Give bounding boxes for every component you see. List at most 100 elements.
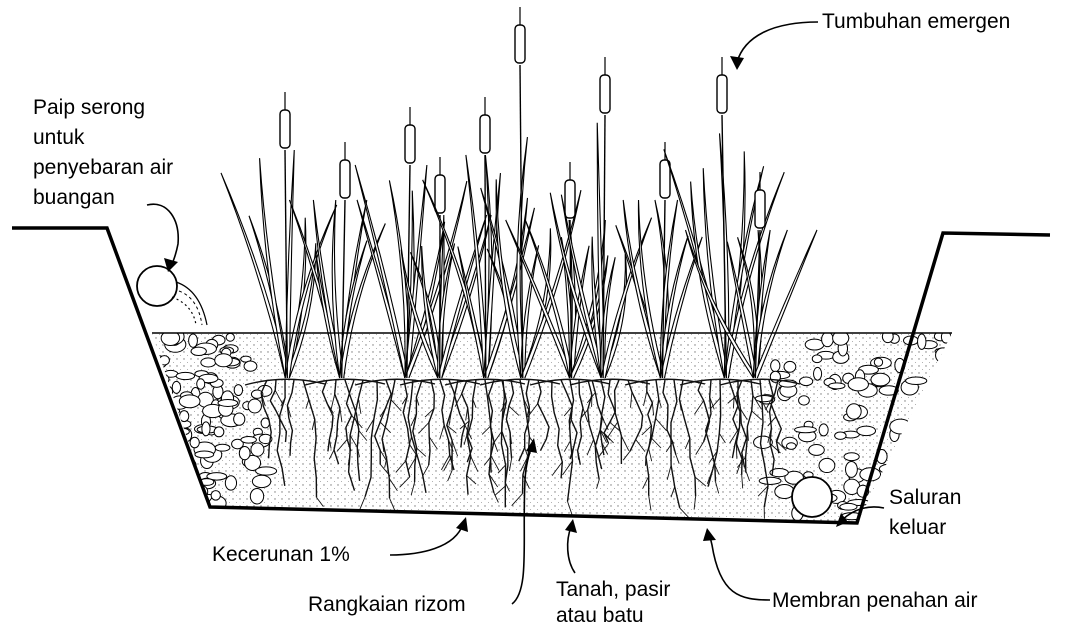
gravel-stone — [759, 477, 781, 484]
gravel-stone — [800, 377, 813, 386]
emergent-plants — [221, 7, 817, 378]
gravel-stone — [149, 385, 166, 392]
gravel-stone — [913, 424, 932, 434]
gravel-stone — [202, 422, 210, 436]
gravel-stone — [190, 437, 199, 447]
arrowhead-emergent — [730, 56, 744, 70]
cattail-spike — [660, 160, 670, 198]
gravel-stone — [874, 358, 882, 366]
gravel-stone — [180, 411, 189, 422]
gravel-stone — [148, 415, 162, 421]
label-inlet-line-4: buangan — [33, 183, 173, 213]
plant-stem — [485, 155, 486, 378]
gravel-stone — [847, 404, 862, 419]
cattail-spike — [600, 75, 610, 113]
gravel-stone — [906, 377, 927, 385]
gravel-stone — [918, 334, 926, 349]
cattail-spike — [340, 160, 350, 198]
gravel-stone — [891, 453, 900, 468]
gravel-stone — [218, 400, 238, 407]
cattail-plant — [550, 57, 651, 378]
cattail-spike — [565, 180, 575, 218]
gravel-stone — [171, 440, 182, 453]
label-inlet-line-2: untuk — [33, 123, 173, 153]
gravel-stone — [167, 498, 181, 506]
gravel-stone — [942, 414, 950, 429]
gravel-stone — [879, 464, 900, 473]
gravel-stone — [195, 451, 214, 458]
label-inlet-line-3: penyebaran air — [33, 153, 173, 183]
gravel-stone — [910, 468, 928, 480]
gravel-stone — [907, 457, 916, 470]
gravel-stone — [840, 503, 857, 510]
gravel-stone — [159, 466, 180, 475]
gravel-stone — [226, 333, 234, 341]
gravel-stone — [904, 464, 925, 480]
gravel-stone — [835, 432, 846, 439]
arrowhead-membrane — [703, 528, 716, 541]
gravel-stone — [159, 482, 168, 489]
leader-membrane — [709, 534, 770, 600]
label-outlet-line-2: keluar — [889, 513, 961, 543]
gravel-stone — [185, 502, 193, 508]
gravel-stone — [172, 381, 180, 393]
gravel-stone — [930, 386, 950, 399]
gravel-stone — [829, 383, 845, 389]
label-outlet-line-1: Saluran — [889, 483, 961, 513]
gravel-stone — [252, 475, 270, 487]
cattail-spike — [405, 125, 415, 163]
gravel-stone — [215, 444, 230, 451]
leader-emergent — [737, 22, 818, 62]
gravel-stone — [248, 399, 261, 413]
gravel-stone — [814, 367, 822, 380]
gravel-stone — [197, 379, 205, 390]
gravel-stone — [805, 339, 824, 350]
cattail-spike — [515, 25, 525, 63]
cattail-spike — [480, 115, 490, 153]
gravel-stone — [241, 437, 257, 444]
gravel-stone — [167, 465, 183, 477]
label-slope: Kecerunan 1% — [212, 543, 350, 567]
cattail-plant — [664, 57, 784, 378]
leader-substrate — [568, 527, 575, 573]
gravel-stone — [844, 453, 859, 461]
cattail-spike — [280, 110, 290, 148]
gravel-stone — [890, 419, 911, 434]
gravel-stone — [162, 451, 178, 467]
gravel-stone — [786, 443, 795, 450]
gravel-stone — [795, 427, 817, 433]
gravel-stone — [799, 396, 810, 405]
gravel-stone — [225, 476, 236, 490]
gravel-stone — [250, 488, 263, 503]
gravel-stone — [177, 490, 188, 503]
gravel-stone — [898, 468, 916, 475]
gravel-stone — [234, 413, 245, 425]
gravel-stone — [215, 354, 233, 367]
gravel-stone — [182, 484, 198, 494]
gravel-stone — [923, 418, 936, 425]
gravel-stone — [147, 497, 164, 505]
gravel-stone — [812, 355, 822, 363]
gravel-stone — [149, 425, 167, 438]
gravel-stone — [176, 372, 194, 379]
gravel-stone — [159, 356, 169, 365]
gravel-stone — [239, 446, 250, 459]
label-membrane: Membran penahan air — [772, 589, 977, 613]
gravel-stone — [211, 491, 220, 501]
gravel-stone — [160, 456, 180, 462]
label-substrate: Tanah, pasir atau batu — [556, 577, 670, 629]
gravel-stone — [784, 361, 796, 372]
inlet-pipe — [137, 266, 207, 325]
gravel-stone — [857, 426, 876, 436]
gravel-stone — [214, 427, 224, 437]
gravel-stone — [160, 416, 174, 424]
gravel-stone — [152, 399, 170, 411]
label-inlet-pipe: Paip serong untuk penyebaran air buangan — [33, 93, 173, 213]
gravel-stone — [234, 385, 242, 396]
gravel-stone — [923, 441, 933, 455]
gravel-stone — [819, 424, 828, 436]
gravel-stone — [819, 458, 835, 472]
label-outlet: Saluran keluar — [889, 483, 961, 543]
label-rhizome: Rangkaian rizom — [308, 593, 466, 617]
gravel-stone — [822, 332, 834, 347]
